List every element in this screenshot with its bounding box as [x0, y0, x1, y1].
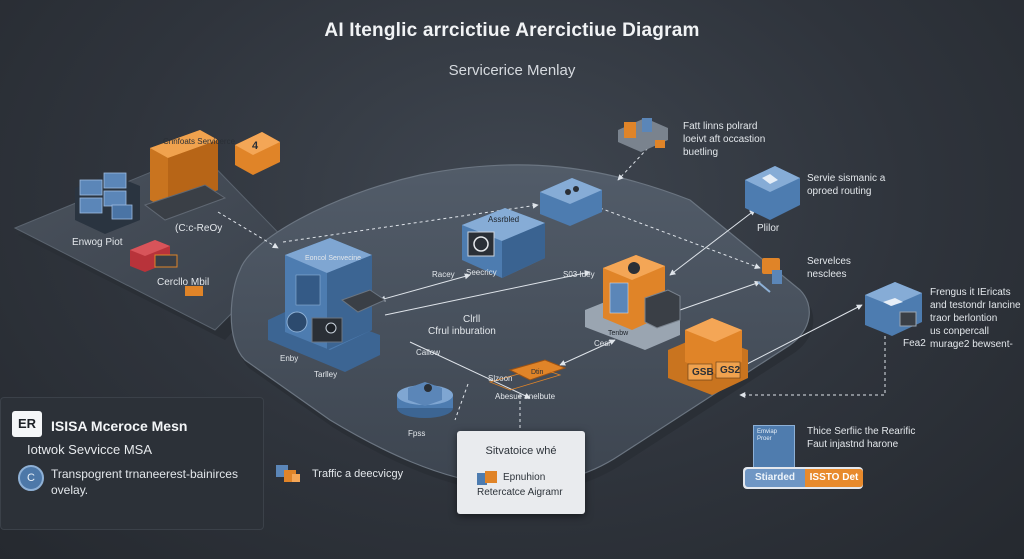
legend-subtitle: Iotwok Sevvicce MSA	[27, 442, 152, 457]
inburation-label: Cfrul inburation	[428, 326, 496, 337]
card-line-2: Retercatce Aigramr	[477, 487, 563, 498]
note-line: Fatt linns polrard	[683, 121, 758, 132]
tooling-module	[618, 118, 668, 152]
routing-cube	[745, 166, 800, 220]
cesl-label: Cesl	[594, 339, 611, 348]
tower-text: Emviap Proer	[757, 429, 778, 442]
connector-lines	[217, 134, 886, 430]
small-cube-label: 4	[252, 140, 259, 152]
card-title: Sitvatoice whé	[485, 445, 557, 457]
note-routing: Fatt linns polrard loeivt aft occastion …	[683, 120, 765, 159]
note-frengus: Frengus it IEricats and testondr Iancine…	[930, 286, 1021, 351]
note-line: Frengus it IEricats	[930, 287, 1011, 298]
top-blue-cube	[540, 178, 602, 226]
legend-panel: ER ISISA Mceroce Mesn Iotwok Sevvicce MS…	[0, 397, 264, 530]
s03-label: S03 Iuey	[563, 270, 595, 279]
note-line: Servelces	[807, 256, 851, 267]
dtin-label: Dtin	[531, 369, 544, 376]
ctrl-label: Clrll	[463, 314, 481, 325]
gateway-cubes	[668, 318, 748, 395]
note-services: Servelces nesclees	[807, 255, 851, 281]
fea2-label: Fea2	[903, 338, 926, 349]
small-orange-cube	[235, 132, 280, 175]
enby-label: Enby	[280, 354, 299, 363]
note-line: murage2 bewsent-	[930, 339, 1013, 350]
racey-label: Racey	[432, 270, 455, 279]
red-pod	[130, 240, 203, 296]
note-semantic: Servie sismanic a oproed routing	[807, 172, 885, 198]
traffic-label: Traffic a deecvicgy	[312, 468, 404, 480]
legend-description: Transpogrent trnaneerest-bainirces ovela…	[51, 466, 238, 498]
tarlley-label: Tarlley	[314, 370, 338, 379]
orange-box-label: Cnnfoats Servicerce	[163, 137, 236, 146]
legend-title: ISISA Mceroce Mesn	[51, 418, 188, 434]
note-line: nesclees	[807, 269, 847, 280]
orange-service-box	[143, 130, 227, 221]
config-label: (C:c-ReOy	[175, 223, 223, 234]
service-proxy-box	[462, 208, 545, 278]
orange-building	[585, 255, 681, 350]
control-plane-tower	[268, 238, 387, 372]
pilot-label: Plilor	[757, 223, 780, 234]
card-line-1: Epnuhion	[503, 472, 546, 483]
tenbw-label: Tenbw	[608, 330, 629, 337]
note-line: us conpercall	[930, 326, 989, 337]
tower-label: Eoncol Senvecine	[305, 255, 362, 262]
proxy-box-label: Assrbled	[488, 215, 520, 224]
note-line: oproed routing	[807, 186, 872, 197]
gateway-badge-2: GS2	[720, 365, 741, 376]
reference-card: Sitvatoice whé Epnuhion Retercatce Aigra…	[457, 431, 585, 514]
legend-desc-line: ovelay.	[51, 483, 89, 497]
brand-logo: ER	[12, 411, 42, 437]
envoy-proxy-tower: Emviap Proer	[753, 425, 795, 471]
note-line: Servie sismanic a	[807, 173, 886, 184]
security-label: Seecricy	[466, 268, 497, 277]
callow-label: Callow	[416, 348, 441, 357]
traffic-icon	[276, 465, 300, 482]
istio-det-badge: ISSTO Det	[805, 469, 863, 487]
abesue-label: Abesue anelbute	[495, 392, 556, 401]
legend-desc-line: Transpogrent trnaneerest-bainirces	[51, 467, 238, 481]
legend-badge: C	[18, 465, 44, 491]
note-line: loeivt aft occastion	[683, 134, 766, 145]
istio-caption: Thice Serfiic the Rearific Faut injastnd…	[807, 425, 915, 451]
note-line: traor berlontion	[930, 313, 998, 324]
gateway-badge-1: GSB	[692, 367, 714, 378]
note-line: buetling	[683, 147, 719, 158]
slzoon-label: Slzoon	[488, 374, 513, 383]
traffic-chip	[488, 359, 567, 391]
fpss-label: Fpss	[408, 429, 426, 438]
epnuhion-icon	[477, 471, 497, 485]
policy-cube	[865, 282, 922, 336]
server-rack	[75, 172, 140, 234]
caption-line: Faut injastnd harone	[807, 439, 899, 450]
central-platform	[230, 164, 814, 494]
note-line: and testondr Iancine	[930, 300, 1021, 311]
caption-line: Thice Serfiic the Rearific	[807, 426, 916, 437]
storage-cylinder	[397, 382, 453, 418]
standard-badge: Stiarded	[745, 469, 805, 487]
page-title: AI Itenglic arrcictiue Arercictiue Diagr…	[324, 20, 700, 41]
cerdio-label: Cercllo Mbil	[157, 277, 210, 288]
envoy-label: Enwog Piot	[72, 237, 123, 248]
page-subtitle: Servicerice Menlay	[448, 62, 576, 79]
service-tap	[757, 258, 782, 293]
